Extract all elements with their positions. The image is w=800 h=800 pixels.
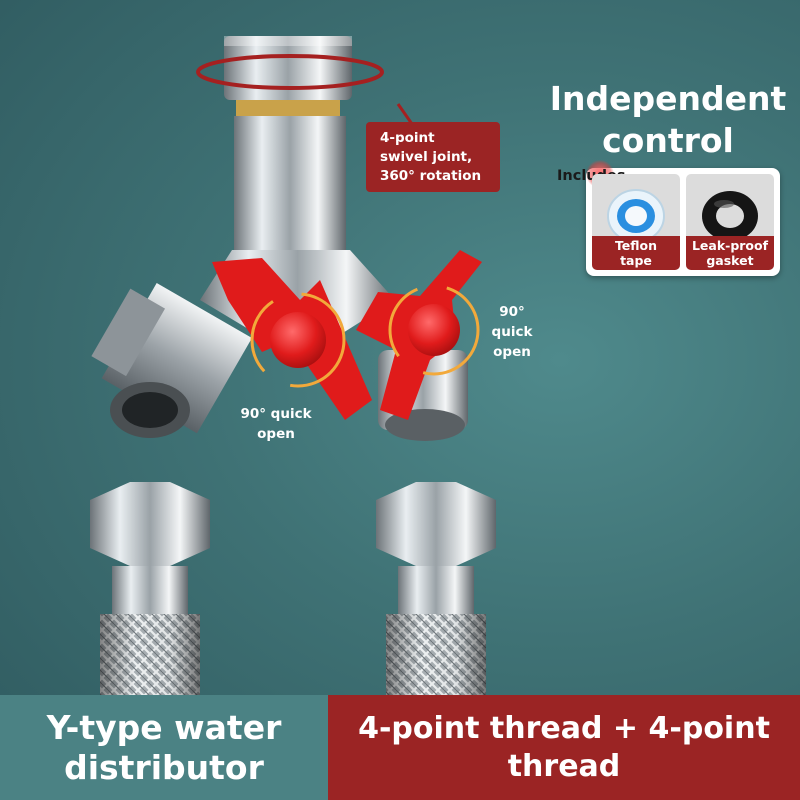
gasket-item: Leak-proof gasket — [686, 174, 774, 270]
thread-spec-line-1: 4-point thread + 4-point — [358, 710, 770, 746]
right-note-line-3: open — [493, 344, 531, 360]
gasket-label: Leak-proof gasket — [686, 236, 774, 270]
gasket-label-line-2: gasket — [706, 253, 754, 268]
callout-line-3: 360° rotation — [380, 168, 482, 184]
right-note-line-1: 90° — [499, 304, 525, 320]
thread-spec-line-2: thread — [507, 748, 621, 784]
right-valve-handle — [356, 250, 482, 420]
teflon-label-line-2: tape — [620, 253, 652, 268]
gasket-label-line-1: Leak-proof — [691, 238, 769, 253]
right-valve-note: 90° quick open — [484, 302, 540, 362]
left-valve-note: 90° quick open — [230, 404, 322, 444]
rotation-arrow-icon — [196, 54, 384, 90]
left-braided-hose — [90, 482, 210, 695]
callout-pointer — [396, 103, 414, 125]
teflon-label-line-1: Teflon — [614, 238, 658, 253]
right-braided-hose — [376, 482, 496, 695]
product-name-line-2: distributor — [64, 747, 264, 787]
left-valve-handle — [212, 258, 372, 420]
swivel-nut — [224, 36, 352, 116]
teflon-tape-item: Teflon tape — [592, 174, 680, 270]
headline-line-1: Independent — [549, 79, 787, 118]
left-note-line-1: 90° quick — [240, 406, 312, 422]
rubber-gasket-icon — [702, 191, 758, 241]
right-note-line-2: quick — [491, 324, 533, 340]
distributor-illustration — [90, 36, 496, 695]
headline-line-2: control — [602, 121, 734, 160]
headline: Independent control — [548, 78, 788, 162]
callout-line-2: swivel joint, — [380, 149, 473, 165]
swivel-joint-callout: 4-point swivel joint, 360° rotation — [366, 122, 500, 192]
product-name-line-1: Y-type water — [46, 707, 282, 747]
thread-spec-band: 4-point thread + 4-point thread — [328, 695, 800, 800]
product-name-band: Y-type water distributor — [0, 695, 328, 800]
left-note-line-2: open — [257, 426, 295, 442]
callout-line-1: 4-point — [380, 130, 435, 146]
teflon-tape-label: Teflon tape — [592, 236, 680, 270]
teflon-tape-icon — [607, 189, 665, 243]
